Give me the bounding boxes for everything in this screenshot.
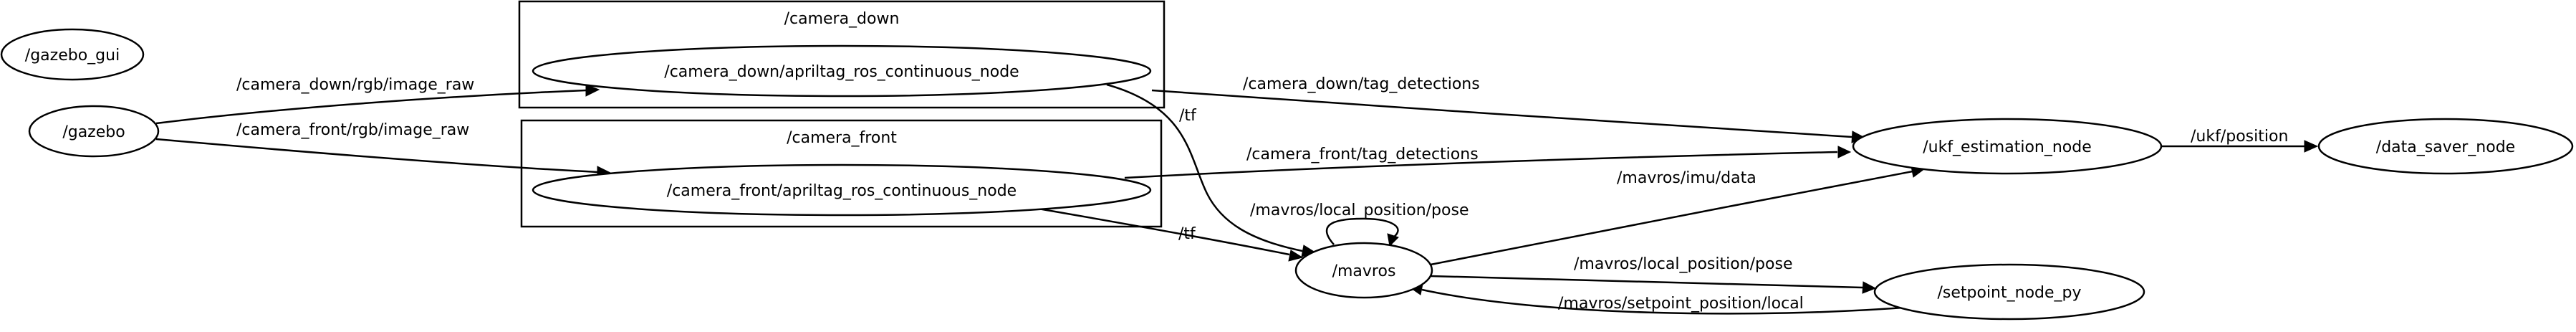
edge-tf-from-camera-down[interactable]: /tf: [1106, 83, 1317, 257]
node-setpoint[interactable]: /setpoint_node_py: [1873, 263, 2145, 321]
node-ukf-estimation[interactable]: /ukf_estimation_node: [1852, 118, 2163, 175]
edge-line: [1151, 89, 1852, 138]
edge-label: /camera_down/rgb/image_raw: [236, 76, 474, 94]
arrowhead: [1288, 250, 1304, 262]
edge-camera-front-image-raw[interactable]: /camera_front/rgb/image_raw: [155, 121, 612, 179]
edge-camera-front-tag-detections[interactable]: /camera_front/tag_detections: [1124, 146, 1852, 179]
edge-label: /tf: [1178, 225, 1196, 243]
node-data-saver[interactable]: /data_saver_node: [2317, 118, 2574, 175]
cluster-camera-front-label: /camera_front: [787, 129, 897, 147]
edge-line: [1106, 83, 1303, 252]
edge-line: [1025, 205, 1290, 256]
edge-label: /ukf/position: [2191, 128, 2288, 146]
node-ellipse: [1873, 263, 2145, 321]
node-ellipse: [1852, 118, 2163, 175]
node-label: /mavros: [1332, 262, 1396, 280]
edge-label: /tf: [1179, 107, 1197, 125]
node-label: /gazebo: [62, 123, 125, 141]
node-label: /data_saver_node: [2376, 138, 2515, 156]
cluster-camera-front: /camera_front: [520, 119, 1163, 228]
edge-label: /camera_front/rgb/image_raw: [236, 121, 469, 139]
node-camera-down-apriltag[interactable]: /camera_down/apriltag_ros_continuous_nod…: [532, 44, 1152, 98]
cluster-camera-down-box: [518, 0, 1166, 109]
edge-line: [1430, 275, 1863, 289]
arrowhead: [1862, 281, 1877, 294]
edge-label: /mavros/imu/data: [1617, 169, 1756, 187]
edge-mavros-imu-data[interactable]: /mavros/imu/data: [1430, 166, 1926, 266]
arrowhead: [1387, 233, 1399, 247]
edge-ukf-position[interactable]: /ukf/position: [2161, 128, 2319, 153]
node-ellipse: [0, 28, 145, 81]
node-camera-front-apriltag[interactable]: /camera_front/apriltag_ros_continuous_no…: [532, 163, 1152, 217]
node-label: /ukf_estimation_node: [1923, 138, 2092, 156]
edge-camera-down-tag-detections[interactable]: /camera_down/tag_detections: [1151, 75, 1866, 143]
edge-line: [155, 89, 587, 125]
node-gazebo-gui[interactable]: /gazebo_gui: [0, 28, 145, 81]
node-ellipse: [532, 44, 1152, 98]
cluster-camera-down: /camera_down: [518, 0, 1166, 109]
edge-mavros-self-loop[interactable]: /mavros/local_position/pose: [1250, 201, 1469, 247]
edge-mavros-to-setpoint[interactable]: /mavros/local_position/pose: [1430, 255, 1877, 294]
node-ellipse: [28, 105, 160, 158]
node-ellipse: [2317, 118, 2574, 175]
edge-line: [1421, 288, 1915, 315]
edge-label: /mavros/setpoint_position/local: [1558, 295, 1804, 313]
node-ellipse: [1294, 242, 1433, 299]
edge-camera-down-image-raw[interactable]: /camera_down/rgb/image_raw: [155, 76, 600, 125]
node-label: /camera_down/apriltag_ros_continuous_nod…: [664, 63, 1019, 81]
node-ellipse: [532, 163, 1152, 217]
node-label: /camera_front/apriltag_ros_continuous_no…: [667, 182, 1017, 200]
edge-label: /mavros/local_position/pose: [1574, 255, 1792, 273]
edge-label: /camera_down/tag_detections: [1243, 75, 1480, 93]
edge-tf-from-camera-front[interactable]: /tf: [1025, 205, 1304, 262]
cluster-camera-front-box: [520, 119, 1163, 228]
node-mavros[interactable]: /mavros: [1294, 242, 1433, 299]
node-label: /gazebo_gui: [25, 47, 120, 65]
edge-label: /mavros/local_position/pose: [1250, 201, 1469, 219]
edge-label: /camera_front/tag_detections: [1246, 146, 1479, 163]
edge-line: [1325, 217, 1399, 245]
edge-setpoint-to-mavros[interactable]: /mavros/setpoint_position/local: [1408, 283, 1915, 315]
node-gazebo[interactable]: /gazebo: [28, 105, 160, 158]
edge-line: [155, 138, 599, 174]
node-label: /setpoint_node_py: [1937, 284, 2081, 302]
arrowhead: [585, 84, 600, 97]
edge-line: [1124, 151, 1838, 179]
arrowhead: [2304, 140, 2319, 153]
cluster-camera-down-label: /camera_down: [784, 10, 900, 28]
edge-line: [1430, 170, 1913, 266]
arrowhead: [1837, 146, 1852, 158]
